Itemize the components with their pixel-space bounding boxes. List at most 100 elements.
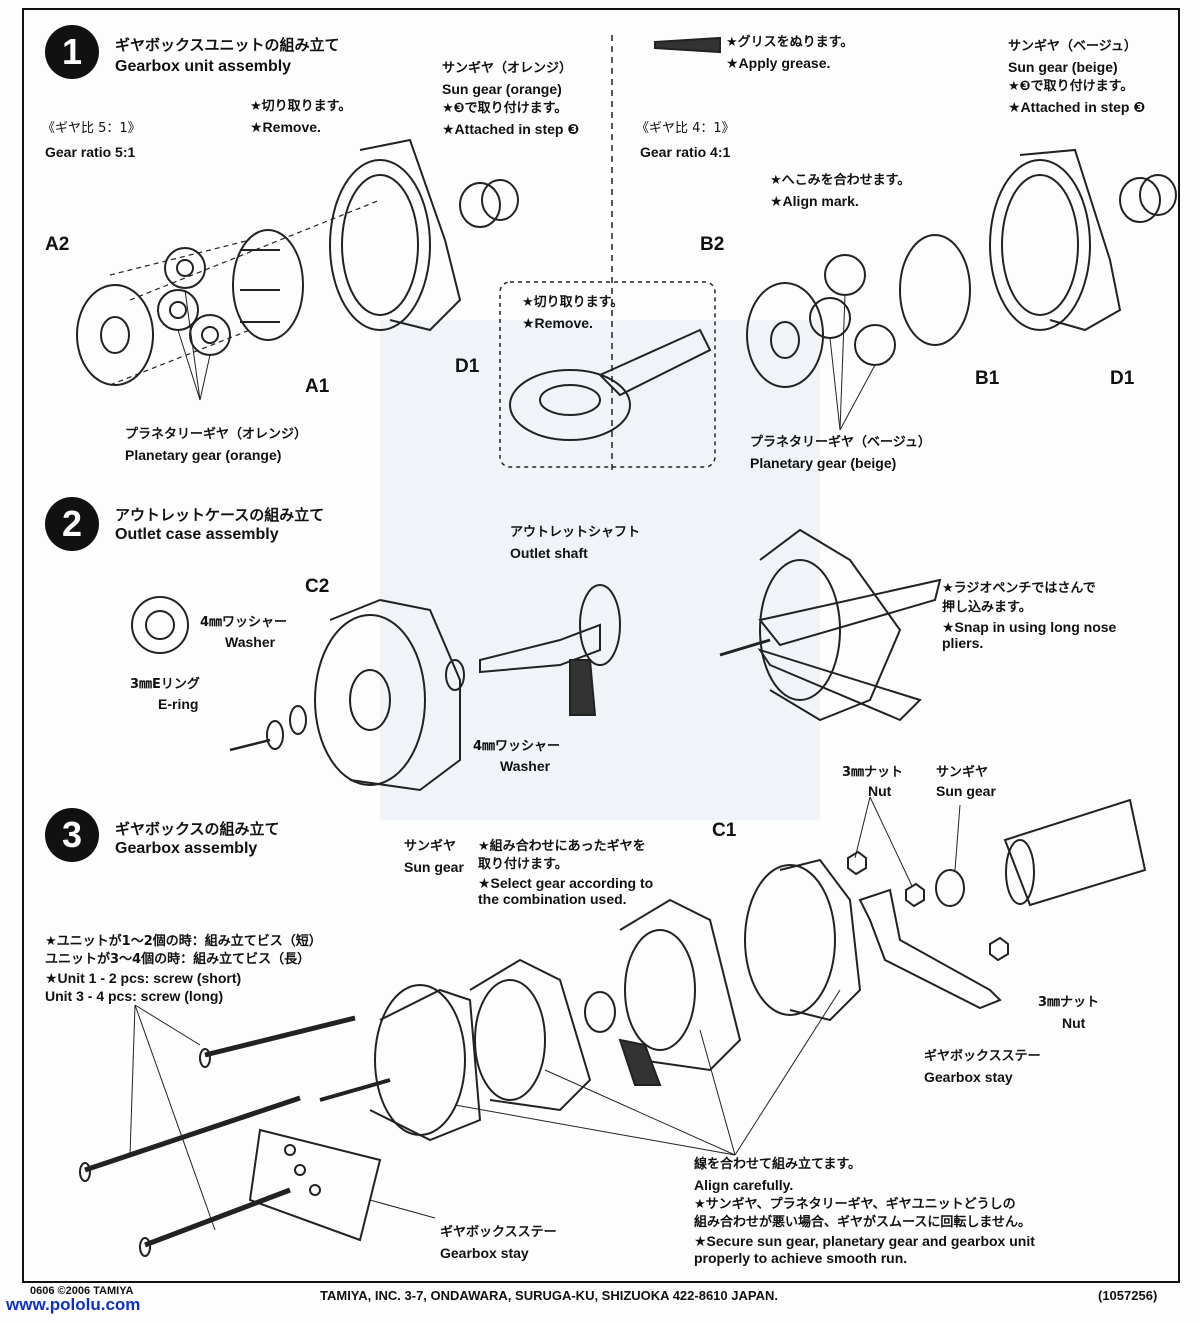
part-c2-assembled	[319, 984, 482, 1142]
align-mark-en: ★Align mark.	[770, 193, 859, 209]
inset-remove-jp: ★切り取ります。	[522, 295, 624, 310]
detail-inset	[499, 281, 716, 468]
ering-jp: 3㎜Eリング	[130, 677, 200, 692]
nuts	[847, 850, 1009, 962]
step-3-badge: 3	[45, 808, 99, 862]
warn-jp-1: ★サンギヤ、プラネタリーギヤ、ギヤユニットどうしの	[694, 1197, 1016, 1212]
part-c1-shape	[744, 858, 862, 1022]
grease-note-jp: ★グリスをぬります。	[726, 35, 854, 50]
snap-note-en-2: pliers.	[942, 635, 984, 651]
part-a1-shape	[232, 229, 304, 341]
outlet-shaft-en: Outlet shaft	[510, 545, 588, 561]
washer-right-jp: 4㎜ワッシャー	[473, 739, 561, 754]
washer-left-en: Washer	[225, 634, 276, 650]
stay-top-jp: ギヤボックスステー	[924, 1049, 1041, 1064]
part-label-a2: A2	[45, 234, 70, 255]
gearbox-unit-2	[619, 898, 742, 1072]
ering-en: E-ring	[158, 696, 199, 712]
washer-right-en: Washer	[500, 758, 551, 774]
step-1-title-en: Gearbox unit assembly	[115, 58, 292, 75]
sun-gear-right-jp: サンギヤ	[936, 765, 989, 780]
nut-bottom-jp: 3㎜ナット	[1038, 995, 1100, 1010]
snap-pliers-view	[719, 528, 942, 722]
watermark-shape	[380, 320, 820, 820]
sun-gear-orange	[459, 179, 519, 228]
outlet-shaft	[479, 584, 621, 674]
part-label-d1-right: D1	[1110, 368, 1135, 389]
step-3-title-jp: ギヤボックスの組み立て	[115, 820, 280, 838]
sun-gear-step3-en: Sun gear	[404, 859, 464, 875]
step-2-title-jp: アウトレットケースの組み立て	[115, 506, 325, 524]
outlet-shaft-jp: アウトレットシャフト	[510, 525, 641, 540]
warn-en-1: ★Secure sun gear, planetary gear and gea…	[694, 1233, 1035, 1249]
step-3-title-en: Gearbox assembly	[115, 840, 258, 857]
footer-code: 0606 ©2006 TAMIYA	[30, 1285, 134, 1297]
gear-ratio-left-jp: 《ギヤ比 5：1》	[42, 121, 141, 136]
grease-tube-step3	[618, 1038, 662, 1086]
stay-bottom-jp: ギヤボックスステー	[440, 1225, 557, 1240]
footer-number: (1057256)	[1098, 1288, 1158, 1303]
screw-note-en-1: ★Unit 1 - 2 pcs: screw (short)	[45, 970, 242, 986]
screw-note-jp-2: ユニットが3～4個の時：組み立てビス（長）	[45, 952, 311, 967]
grease-tube-step2	[569, 659, 597, 716]
part-label-d1-left: D1	[455, 356, 480, 377]
stay-top-en: Gearbox stay	[924, 1069, 1013, 1085]
attach-step3-en: ★Attached in step ❸	[442, 121, 580, 137]
step-2-title-en: Outlet case assembly	[115, 526, 279, 543]
attach-step3-jp: ★❸で取り付けます。	[442, 101, 568, 116]
screw-note-en-2: Unit 3 - 4 pcs: screw (long)	[45, 988, 224, 1004]
snap-note-en-1: ★Snap in using long nose	[942, 619, 1117, 635]
planetary-gears-left	[157, 247, 231, 356]
watermark-url[interactable]: www.pololu.com	[6, 1295, 141, 1314]
grease-tube-icon	[654, 36, 721, 54]
gear-ratio-left-en: Gear ratio 5:1	[45, 144, 136, 160]
grease-note-en: ★Apply grease.	[726, 55, 831, 71]
nut-top-jp: 3㎜ナット	[842, 765, 904, 780]
planet-orange-en: Planetary gear (orange)	[125, 447, 282, 463]
part-label-a1: A1	[305, 376, 330, 397]
gear-ratio-right-en: Gear ratio 4:1	[640, 144, 731, 160]
part-c2-shape	[314, 598, 461, 792]
sun-beige-en: Sun gear (beige)	[1008, 59, 1118, 75]
align-carefully-en: Align carefully.	[694, 1177, 794, 1193]
remove-note-en: ★Remove.	[250, 119, 321, 135]
footer-address: TAMIYA, INC. 3-7, ONDAWARA, SURUGA-KU, S…	[320, 1288, 778, 1303]
sun-gear-step3	[584, 869, 965, 1033]
step-2-badge: 2	[45, 497, 99, 551]
gearbox-stay-top	[858, 888, 1002, 1010]
planet-orange-jp: プラネタリーギヤ（オレンジ）	[125, 427, 308, 442]
sun-beige-jp: サンギヤ（ベージュ）	[1008, 39, 1137, 54]
sun-orange-jp: サンギヤ（オレンジ）	[442, 61, 573, 76]
attach-step3-right-en: ★Attached in step ❸	[1008, 99, 1146, 115]
motor-shape	[1003, 798, 1147, 907]
part-b2-shape	[746, 282, 824, 388]
washer-4mm-right	[445, 659, 465, 691]
step-1-title-jp: ギヤボックスユニットの組み立て	[115, 36, 340, 54]
part-label-b1: B1	[975, 368, 1000, 389]
washer-4mm-left	[131, 596, 189, 654]
part-a2-shape	[76, 284, 154, 386]
sun-gear-right-en: Sun gear	[936, 783, 996, 799]
sun-gear-beige	[1119, 174, 1177, 223]
planet-beige-en: Planetary gear (beige)	[750, 455, 897, 471]
instruction-frame	[22, 8, 1180, 1283]
select-gear-en-1: ★Select gear according to	[478, 875, 654, 891]
part-d1-shape-right	[989, 148, 1122, 332]
part-label-c1: C1	[712, 820, 737, 841]
screws-long	[79, 1015, 356, 1257]
align-mark-jp: ★へこみを合わせます。	[770, 173, 911, 188]
nut-top-en: Nut	[868, 783, 892, 799]
attach-step3-right-jp: ★❸で取り付けます。	[1008, 79, 1134, 94]
snap-note-jp-1: ★ラジオペンチではさんで	[942, 581, 1096, 596]
warn-en-2: properly to achieve smooth run.	[694, 1250, 908, 1266]
part-label-c2: C2	[305, 576, 330, 597]
gearbox-stay-bottom	[248, 1128, 382, 1242]
step-1-badge: 1	[45, 25, 99, 79]
gearbox-unit-1	[469, 958, 592, 1112]
inset-remove-en: ★Remove.	[522, 315, 593, 331]
part-label-b2: B2	[700, 234, 725, 255]
part-d1-shape-left	[329, 138, 462, 332]
snap-note-jp-2: 押し込みます。	[942, 600, 1032, 615]
select-gear-jp-1: ★組み合わせにあったギヤを	[478, 839, 646, 854]
